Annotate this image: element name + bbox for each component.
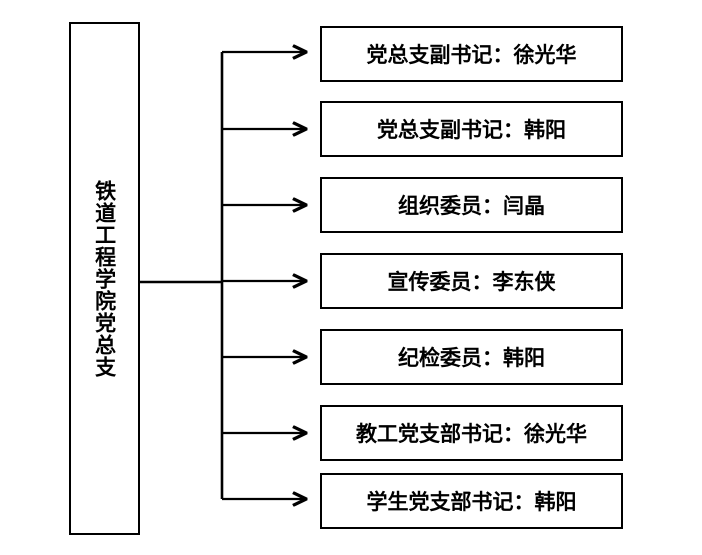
node-box-6: 教工党支部书记：徐光华 [320,405,623,461]
node-box-7: 学生党支部书记：韩阳 [320,473,623,529]
node-box-2: 党总支副书记：韩阳 [320,101,623,157]
node-label-3: 组织委员：闫晶 [398,192,545,218]
node-box-3: 组织委员：闫晶 [320,177,623,233]
node-label-7: 学生党支部书记：韩阳 [366,488,577,514]
node-label-1: 党总支副书记：徐光华 [366,41,577,67]
root-node-label: 铁道工程学院党总支 [92,179,118,378]
node-box-1: 党总支副书记：徐光华 [320,26,623,82]
node-box-5: 纪检委员：韩阳 [320,329,623,385]
node-label-2: 党总支副书记：韩阳 [377,116,566,142]
node-label-5: 纪检委员：韩阳 [398,344,545,370]
node-label-4: 宣传委员：李东侠 [387,268,556,294]
node-box-4: 宣传委员：李东侠 [320,253,623,309]
root-node-box: 铁道工程学院党总支 [69,22,140,535]
node-label-6: 教工党支部书记：徐光华 [356,420,587,446]
